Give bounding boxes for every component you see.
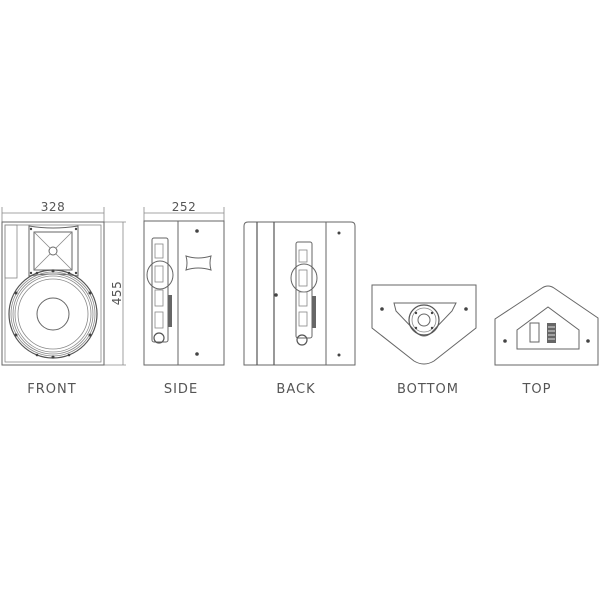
side-view-label: SIDE	[164, 382, 198, 397]
bottom-view: BOTTOM	[371, 284, 477, 397]
bottom-outline	[371, 284, 477, 365]
port-panel	[4, 224, 18, 279]
top-outline	[494, 285, 599, 366]
back-cabinet-outline	[243, 221, 356, 366]
front-cabinet-outline	[1, 221, 105, 366]
top-input-panel	[547, 323, 556, 343]
depth-dimension: 252	[143, 200, 225, 221]
horn-tweeter	[28, 225, 79, 277]
woofer	[8, 269, 98, 359]
top-connector-slot	[529, 322, 540, 343]
side-view: 252 SIDE	[143, 200, 225, 397]
pole-mount	[408, 304, 440, 336]
back-view-label: BACK	[276, 382, 315, 397]
front-view: 328 455	[1, 200, 126, 397]
back-view: BACK	[243, 221, 356, 397]
brand-logo-side	[146, 237, 174, 344]
brand-logo-back	[290, 241, 318, 346]
side-cabinet-outline	[143, 220, 225, 366]
front-view-label: FRONT	[27, 382, 76, 397]
top-recess	[516, 306, 580, 350]
bottom-view-label: BOTTOM	[397, 382, 459, 397]
front-baffle-outline	[4, 224, 102, 363]
depth-dimension-label: 252	[172, 200, 196, 214]
side-handle	[185, 255, 212, 271]
width-dimension-label: 328	[41, 200, 65, 214]
top-view: TOP	[494, 285, 599, 397]
width-dimension: 328	[1, 200, 105, 222]
height-dimension: 455	[104, 221, 126, 366]
height-dimension-label: 455	[110, 281, 124, 305]
top-view-label: TOP	[521, 382, 551, 397]
